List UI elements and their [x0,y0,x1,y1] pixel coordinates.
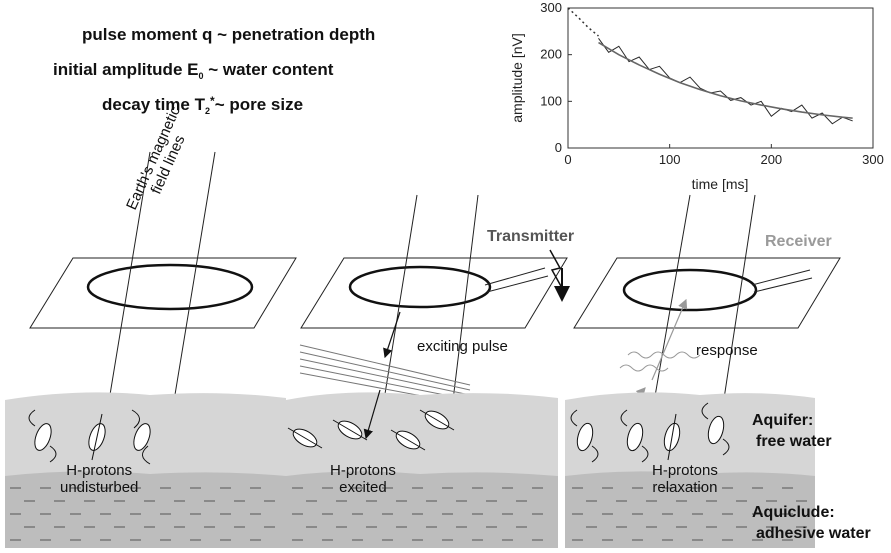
measured-signal-line [598,38,853,125]
transmitter-label: Transmitter [487,228,575,245]
panel2-state-label: H-protons excited [330,462,396,496]
aquiclude-dashes [10,487,807,541]
x-tick-label: 0 [564,152,571,167]
aquiclude-layer-3 [565,471,815,548]
panel-excited [286,194,570,548]
proton-3b [626,422,644,452]
x-tick-label: 100 [659,152,681,167]
chart-x-axis-label: time [ms] [692,176,749,192]
decay-chart: 0 100 200 300 0 100 200 300 time [ms] amplitude… [509,0,884,192]
aquiclude-label: Aquiclude: adhesive water [752,504,871,542]
fitted-decay-line [598,41,853,119]
panel3-state-label: H-protons relaxation [652,462,718,496]
coil-loop-2 [348,265,492,309]
aquiclude-layer-2 [286,471,558,548]
header-line-penetration: pulse moment q ~ penetration depth [82,25,376,44]
response-wave [627,351,701,359]
y-tick-label: 100 [540,93,562,108]
y-tick-label: 200 [540,47,562,62]
header-line-pore-size: decay time T2*~ pore size [102,94,304,116]
coil-loop-3 [622,268,758,312]
coil-loop-1 [86,263,254,311]
panel1-state-label: H-protons undisturbed [60,462,139,496]
aquifer-label: Aquifer: free water [752,412,832,450]
y-tick-label: 300 [540,0,562,15]
loop-plane-2 [300,257,568,329]
lightning-icon [549,249,563,289]
proton-1a [34,423,52,451]
exciting-pulse-label: exciting pulse [417,338,508,355]
chart-frame [567,7,874,149]
proton-1c [133,423,151,451]
extrapolation-line [567,7,599,37]
chart-series [567,7,853,125]
x-tick-label: 200 [760,152,782,167]
aquiclude-layer-1 [5,471,286,548]
field-line-1a [104,151,151,426]
proton-3a [576,422,594,452]
y-tick-label: 0 [555,140,562,155]
chart-ticks: 0 100 200 300 0 100 200 300 [540,0,884,167]
x-tick-label: 300 [862,152,884,167]
chart-y-axis-label: amplitude [nV] [509,33,525,123]
proton-3d [707,415,725,445]
field-line-1b [169,151,216,426]
pulse-arrow [383,311,401,359]
panel-relaxation [565,194,841,548]
panel-undisturbed [5,151,297,548]
response-label: response [696,342,758,359]
aquifer-layer-3 [565,392,815,478]
response-arrow [651,298,688,381]
loop-plane-3 [573,257,841,329]
header-line-water-content: initial amplitude E0 ~ water content [53,60,334,81]
aquifer-layer-2 [286,392,558,478]
loop-plane-1 [29,257,297,329]
receiver-label: Receiver [765,233,832,250]
